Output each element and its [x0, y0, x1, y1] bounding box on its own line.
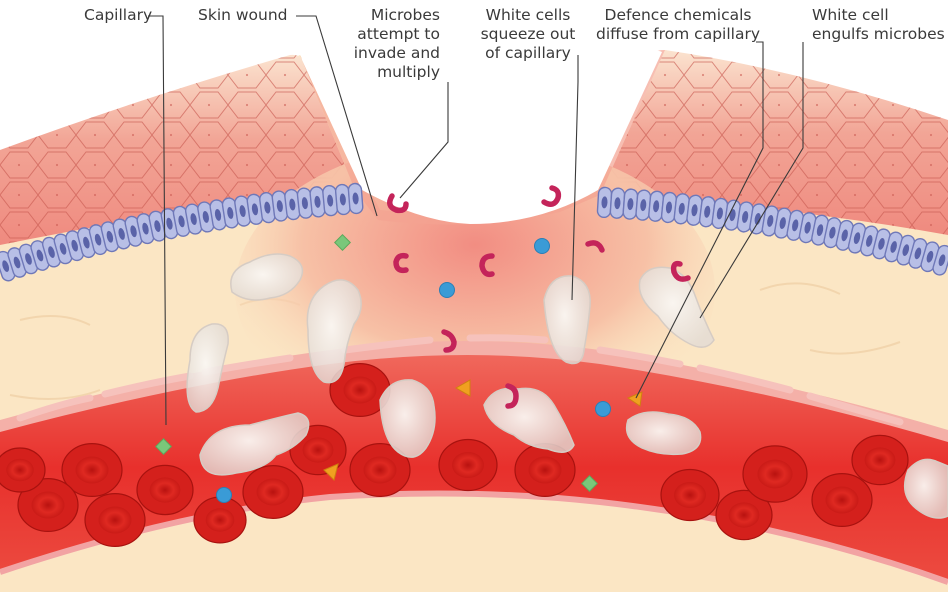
- red-blood-cell: [812, 474, 872, 527]
- label-defence-chemicals: Defence chemicals diffuse from capillary: [590, 6, 766, 44]
- label-white-cell-engulfs: White cell engulfs microbes: [812, 6, 945, 44]
- red-blood-cell: [137, 465, 193, 514]
- label-skin-wound: Skin wound: [198, 6, 288, 25]
- chemical-blue: [217, 488, 232, 503]
- red-blood-cell: [243, 466, 303, 519]
- chemical-blue: [440, 283, 455, 298]
- red-blood-cell: [0, 448, 45, 492]
- chemical-blue: [596, 402, 611, 417]
- red-blood-cell: [85, 494, 145, 547]
- red-blood-cell: [743, 446, 807, 502]
- label-microbes: Microbes attempt to invade and multiply: [344, 6, 440, 82]
- epithelial-cell: [348, 183, 363, 214]
- red-blood-cell: [661, 469, 719, 520]
- epithelial-cell: [597, 187, 612, 218]
- label-white-cells-squeeze: White cells squeeze out of capillary: [474, 6, 582, 63]
- label-capillary: Capillary: [84, 6, 152, 25]
- red-blood-cell: [194, 497, 246, 543]
- red-blood-cell: [852, 435, 908, 484]
- red-blood-cell: [439, 439, 497, 490]
- chemical-blue: [535, 239, 550, 254]
